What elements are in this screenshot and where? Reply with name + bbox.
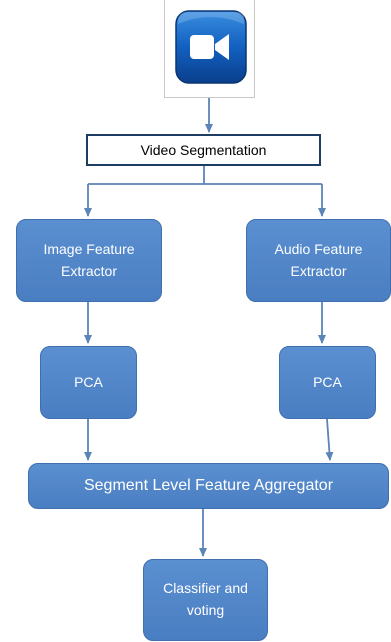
pca-right-label: PCA [313,373,342,390]
classifier-and-voting-label: Classifier and voting [163,580,248,618]
pca-left-label: PCA [74,373,103,390]
video-camera-icon [175,10,247,84]
image-feature-extractor-box: Image Feature Extractor [16,219,162,302]
video-segmentation-label: Video Segmentation [140,142,267,158]
image-feature-extractor-label: Image Feature Extractor [43,240,135,279]
pca-left-box: PCA [40,346,137,419]
audio-feature-extractor-label: Audio Feature Extractor [274,240,363,279]
icon-frame [164,0,255,98]
pca-right-box: PCA [279,346,376,419]
segment-level-feature-aggregator-box: Segment Level Feature Aggregator [28,463,389,509]
segment-level-feature-aggregator-label: Segment Level Feature Aggregator [83,476,334,494]
arrow-pca-right-to-aggregator [325,418,334,461]
audio-feature-extractor-box: Audio Feature Extractor [246,219,391,302]
video-segmentation-box: Video Segmentation [86,134,321,166]
classifier-and-voting-box: Classifier and voting [143,559,268,641]
